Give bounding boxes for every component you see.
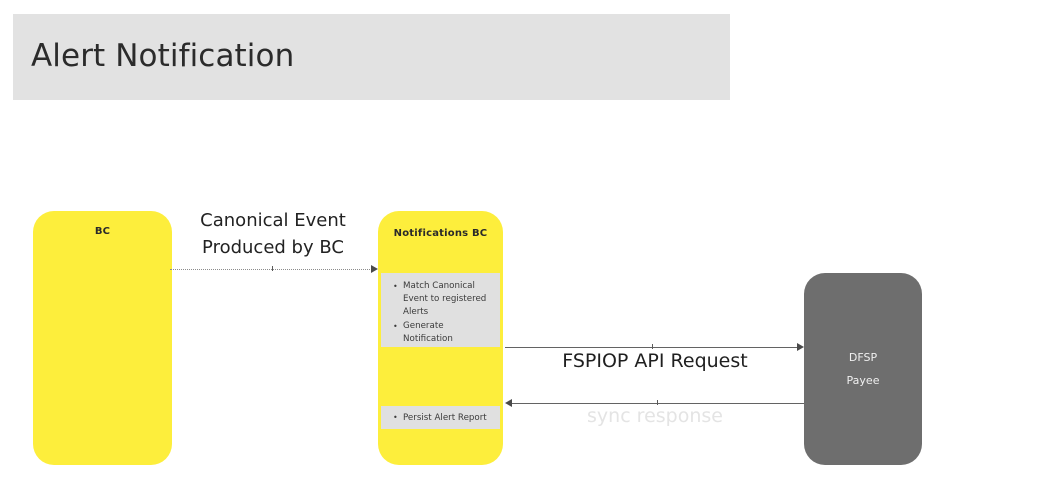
- message-midpoint-tick: [657, 400, 658, 405]
- page-title: Alert Notification: [31, 38, 295, 74]
- list-item: Persist Alert Report: [385, 413, 494, 424]
- message-line-fspiop-request: [505, 347, 798, 348]
- actor-notifications-bc-label: Notifications BC: [393, 228, 488, 239]
- actor-dfsp-label-line2: Payee: [846, 374, 880, 387]
- header-band: [13, 14, 730, 100]
- message-midpoint-tick: [652, 344, 653, 349]
- actor-bc[interactable]: BC: [33, 211, 172, 465]
- note-persist-list: Persist Alert Report: [385, 413, 494, 424]
- message-label-sync-response: sync response: [587, 405, 723, 427]
- note-match-canonical-event: Match Canonical Event to registered Aler…: [381, 273, 500, 347]
- message-label-fspiop-request: FSPIOP API Request: [562, 350, 748, 372]
- list-item: Match Canonical Event to registered Aler…: [385, 280, 494, 319]
- actor-dfsp-payee[interactable]: DFSP Payee: [804, 273, 922, 465]
- actor-dfsp-label-line1: DFSP: [848, 351, 878, 364]
- arrowhead-right-icon: [797, 343, 804, 351]
- message-line-sync-response: [512, 403, 804, 404]
- arrowhead-right-icon: [371, 265, 378, 273]
- note-persist-alert-report: Persist Alert Report: [381, 406, 500, 429]
- message-line-canonical-event: [170, 269, 372, 270]
- note-match-list: Match Canonical Event to registered Aler…: [385, 280, 494, 346]
- message-label-canonical-event: Canonical Event Produced by BC: [200, 210, 346, 258]
- arrowhead-left-icon: [505, 399, 512, 407]
- list-item: Generate Notification: [385, 320, 494, 346]
- actor-bc-label: BC: [94, 226, 111, 237]
- message-midpoint-tick: [272, 266, 273, 271]
